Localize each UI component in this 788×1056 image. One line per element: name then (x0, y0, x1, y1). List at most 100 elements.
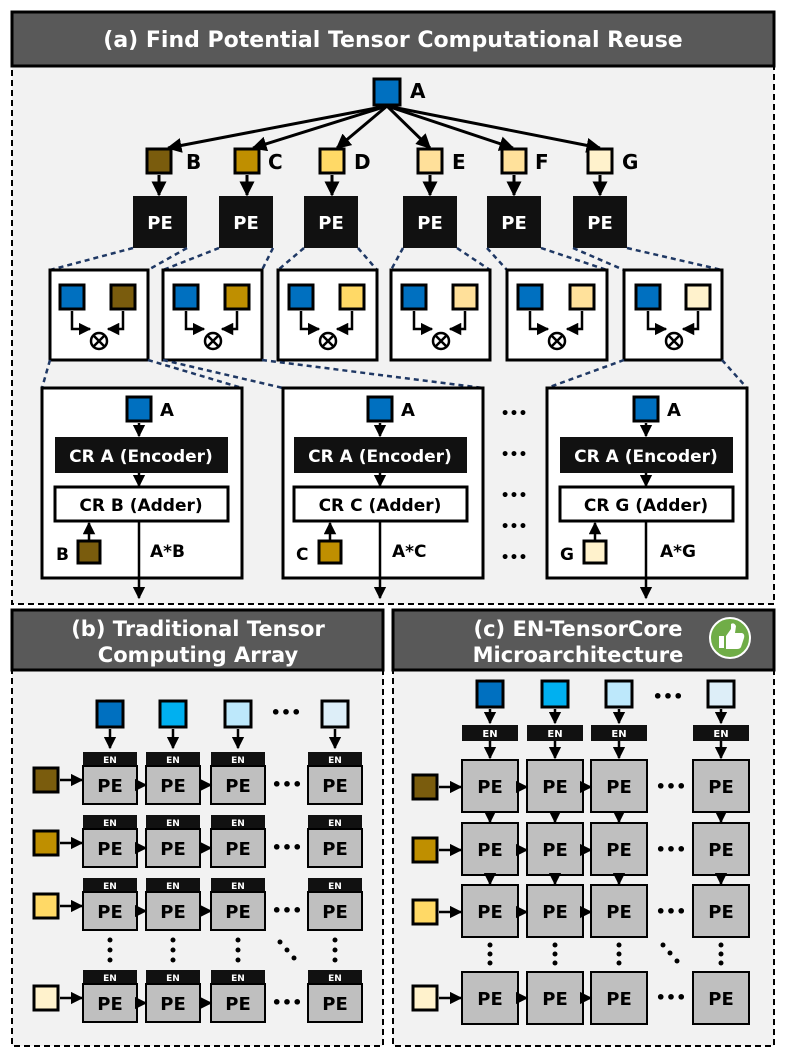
pe-cell (210, 828, 266, 868)
yellow-operand (338, 283, 366, 311)
column-input-3 (223, 699, 253, 729)
zoom-lines-bottom (40, 358, 748, 390)
traditional-pe-grid: EN PE EN PE EN PE EN PE EN PE EN PE EN P… (82, 752, 363, 1023)
svg-text:EN: EN (166, 756, 180, 766)
svg-text:PE: PE (97, 776, 123, 797)
operand-square (582, 539, 608, 565)
adder-label: CR C (Adder) (319, 496, 442, 516)
panel-a-title: (a) Find Potential Tensor Computational … (103, 28, 682, 53)
vertical-dots (107, 937, 338, 963)
svg-text:EN: EN (328, 882, 342, 892)
en-tensorcore-pe-grid: PE PE PE PE PE PE PE PE PE PE PE PE PE P… (461, 759, 750, 1025)
panel-c: (c) EN-TensorCore Microarchitecture ••• … (391, 608, 776, 1047)
pe-label: PE (233, 213, 259, 234)
pe-cell (145, 828, 201, 868)
svg-text:PE: PE (322, 776, 348, 797)
svg-text:PE: PE (160, 902, 186, 923)
pe-cell (307, 983, 363, 1023)
pe-cell (692, 971, 750, 1025)
pe-cell (692, 884, 750, 938)
svg-text:PE: PE (225, 839, 251, 860)
pe-label: PE (417, 213, 443, 234)
pe-cell (590, 971, 648, 1025)
svg-text:PE: PE (477, 777, 503, 798)
svg-text:EN: EN (103, 756, 117, 766)
panel-a-header (10, 10, 776, 68)
encoder-box (527, 725, 583, 741)
svg-text:•••: ••• (272, 901, 303, 920)
svg-text:•••: ••• (501, 519, 528, 535)
input-square-a (366, 395, 394, 423)
pe-cell (526, 971, 584, 1025)
panel-c-title-line2: Microarchitecture (473, 643, 684, 667)
thumbs-up-icon (709, 617, 751, 659)
encoder-box (591, 725, 647, 741)
svg-text:EN: EN (611, 729, 626, 740)
pe-box (133, 196, 187, 248)
pe-label: PE (501, 213, 527, 234)
operand-square (317, 539, 343, 565)
blue-operand (287, 283, 315, 311)
svg-text:PE: PE (322, 994, 348, 1015)
svg-text:EN: EN (328, 756, 342, 766)
pe-cell (82, 828, 138, 868)
fanout-arrows (166, 104, 602, 153)
svg-text:PE: PE (160, 839, 186, 860)
svg-text:EN: EN (231, 974, 245, 984)
output-label: A*G (660, 542, 696, 562)
vertical-dots (487, 942, 724, 966)
svg-text:EN: EN (103, 819, 117, 829)
pe-label: PE (318, 213, 344, 234)
child-label-b: B (186, 150, 201, 174)
svg-text:EN: EN (231, 756, 245, 766)
column-input-3 (604, 679, 634, 709)
dark-pe-row: PE PE PE PE PE PE (133, 196, 627, 248)
operand-square (76, 539, 102, 565)
child-label-d: D (354, 150, 371, 174)
pe-cell (692, 759, 750, 813)
root-label: A (410, 79, 426, 103)
encoder-box (693, 725, 749, 741)
svg-text:EN: EN (166, 882, 180, 892)
child-square-c (233, 147, 261, 175)
row-input-4 (411, 984, 439, 1012)
svg-text:PE: PE (542, 989, 568, 1010)
child-label-f: F (535, 150, 549, 174)
yellow-operand (684, 283, 712, 311)
svg-text:PE: PE (225, 902, 251, 923)
encoder-label: CR A (Encoder) (69, 447, 213, 467)
svg-text:•••: ••• (656, 988, 687, 1007)
input-label: A (160, 400, 174, 421)
svg-text:EN: EN (231, 819, 245, 829)
svg-text:PE: PE (225, 776, 251, 797)
svg-text:PE: PE (606, 902, 632, 923)
child-label-g: G (622, 150, 638, 174)
reuse-unit-g: A CR A (Encoder) CR G (Adder) G A*G (545, 386, 749, 600)
root-square-a (372, 77, 402, 107)
svg-text:•••: ••• (272, 838, 303, 857)
operand-label: C (296, 545, 308, 565)
adder-box (53, 485, 230, 523)
pe-cell (145, 891, 201, 931)
yellow-operand (568, 283, 596, 311)
blue-operand (400, 283, 428, 311)
blue-operand (58, 283, 86, 311)
input-label: A (401, 400, 415, 421)
panel-a: (a) Find Potential Tensor Computational … (10, 10, 776, 605)
svg-text:EN: EN (482, 729, 497, 740)
adder-label: CR B (Adder) (79, 496, 202, 516)
svg-text:PE: PE (225, 994, 251, 1015)
svg-text:•••: ••• (501, 550, 528, 566)
child-label-e: E (452, 150, 466, 174)
zoom-lines-top (49, 246, 723, 272)
child-to-pe-arrows (151, 175, 608, 197)
pe-cell (210, 765, 266, 805)
input-square-a (125, 395, 153, 423)
column-input-1 (95, 699, 125, 729)
svg-text:•••: ••• (501, 447, 528, 463)
pe-label: PE (587, 213, 613, 234)
shared-encoder-row: EN EN EN EN (462, 725, 749, 741)
row-input-1 (32, 766, 60, 794)
child-square-f (500, 147, 528, 175)
svg-text:PE: PE (542, 777, 568, 798)
